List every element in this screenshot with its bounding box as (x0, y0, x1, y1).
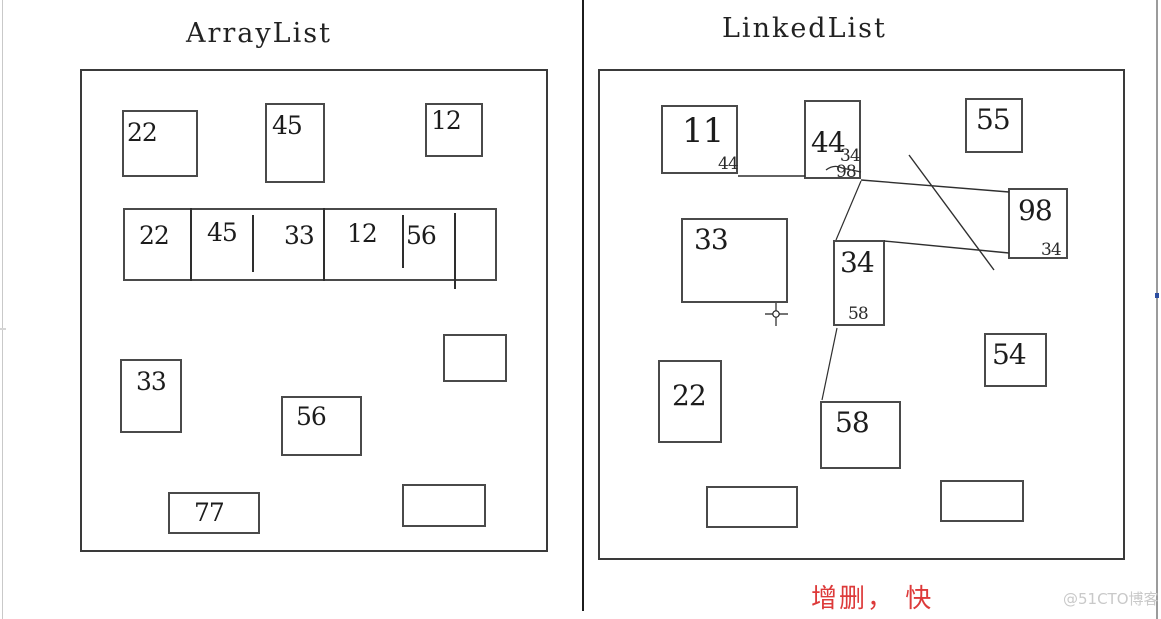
node-label: 34 (840, 246, 875, 279)
node-corner-label: 34 (1041, 240, 1062, 260)
node-box-34 (833, 240, 885, 326)
node-label: 11 (682, 111, 724, 151)
arraylist-panel-border (80, 69, 548, 552)
node-corner-label: 44 (718, 154, 739, 174)
left-edge-line (2, 0, 3, 619)
value-box-56 (281, 396, 362, 456)
empty-box (706, 486, 798, 528)
node-box-11 (661, 105, 738, 174)
node-label: 55 (976, 103, 1011, 136)
value-box-77 (168, 492, 260, 534)
value-box-22 (122, 110, 198, 177)
value-box-label: 77 (194, 498, 225, 527)
value-box-label: 12 (431, 106, 462, 135)
node-box-22 (658, 360, 722, 443)
scrollbar-marker (1155, 293, 1159, 298)
node-label: 54 (992, 338, 1027, 371)
node-label: 58 (835, 406, 870, 439)
value-box-label: 22 (127, 118, 158, 147)
node-box-58 (820, 401, 901, 469)
node-label: 22 (672, 379, 707, 412)
arraylist-title: ArrayList (186, 18, 332, 49)
array-cell-value: 12 (347, 219, 378, 248)
node-label: 98 (1018, 194, 1053, 227)
array-cell-divider (252, 215, 254, 272)
empty-box (402, 484, 486, 527)
empty-box (940, 480, 1024, 522)
panel-divider-line (582, 0, 584, 611)
node-corner-label: 34 (840, 146, 861, 166)
node-box-33 (681, 218, 788, 303)
linkedlist-title: LinkedList (722, 13, 887, 44)
array-cell-divider (190, 208, 192, 281)
array-row (123, 208, 497, 281)
array-cell-value: 33 (284, 221, 315, 250)
left-edge-notch (0, 328, 6, 330)
node-box-98 (1008, 188, 1068, 259)
value-box-12 (425, 103, 483, 157)
array-cell-divider (402, 215, 404, 268)
array-cell-value: 22 (139, 221, 170, 250)
empty-box (443, 334, 507, 382)
value-box-label: 45 (272, 111, 303, 140)
array-cell-value: 45 (207, 218, 238, 247)
node-box-54 (984, 333, 1047, 387)
value-box-label: 56 (296, 402, 327, 431)
value-box-label: 33 (136, 367, 167, 396)
array-cell-divider (323, 208, 325, 281)
array-cell-divider (454, 213, 456, 289)
watermark: @51CTO博客 (1063, 590, 1159, 608)
scrollbar-track[interactable] (1156, 0, 1158, 619)
node-label: 33 (694, 223, 729, 256)
annotation-text: 增删， 快 (811, 584, 934, 614)
node-corner-label: 98 (836, 162, 857, 182)
node-box-55 (965, 98, 1023, 153)
value-box-33 (120, 359, 182, 433)
array-cell-value: 56 (406, 221, 437, 250)
node-corner-label: 58 (848, 304, 869, 324)
linkedlist-panel-border (598, 69, 1125, 560)
node-label: 44 (811, 126, 846, 159)
value-box-45 (265, 103, 325, 183)
